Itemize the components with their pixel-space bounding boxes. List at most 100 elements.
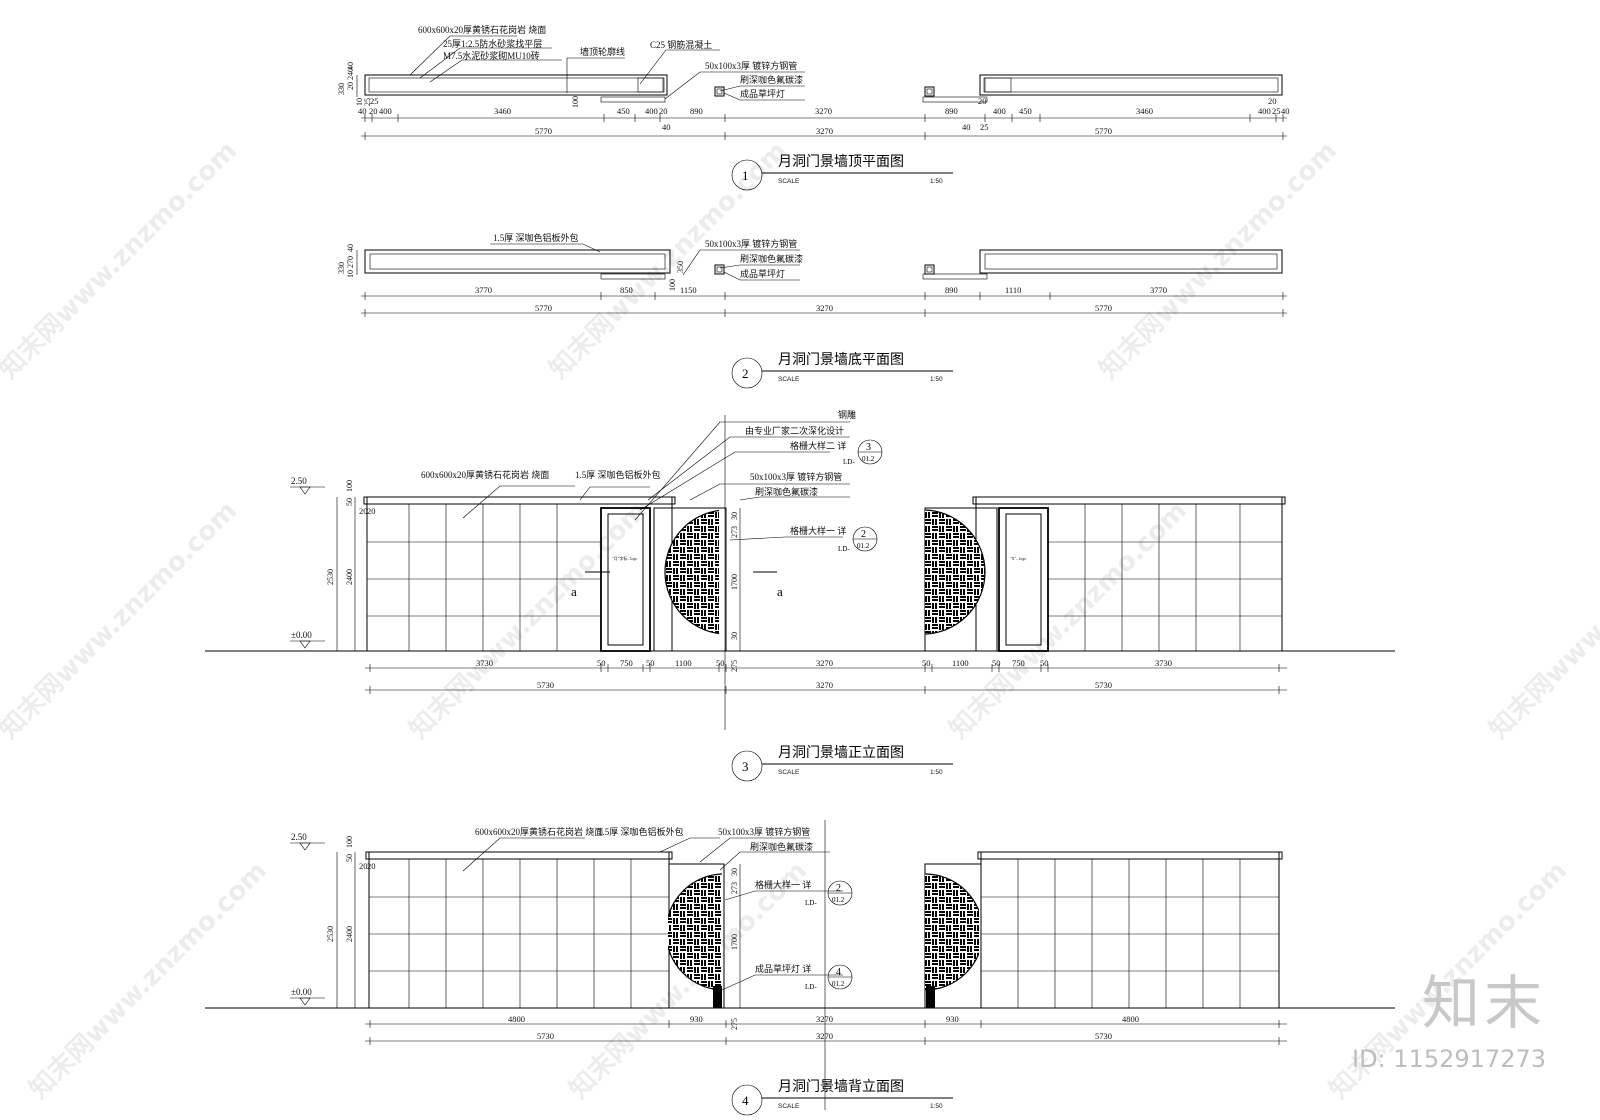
left-wall-coping — [365, 851, 673, 860]
note: 50x100x3厚 镀锌方钢管 — [718, 826, 810, 837]
svg-text:20: 20 — [369, 106, 378, 116]
svg-text:25: 25 — [370, 96, 379, 106]
front-elevation-view: "月"字标...logo "X"...logo a a 2.50 — [205, 409, 1395, 730]
svg-text:4800: 4800 — [1122, 1014, 1139, 1024]
note: 刷深咖色氟碳漆 — [740, 74, 803, 85]
note: 刷深咖色氟碳漆 — [755, 486, 818, 497]
moon-gate-lattice-left — [664, 509, 719, 635]
note: 墙顶轮廓线 — [580, 46, 625, 57]
svg-text:25: 25 — [363, 98, 372, 106]
note: 成品草坪灯 — [740, 88, 785, 99]
svg-text:330: 330 — [337, 262, 346, 274]
svg-text:2400: 2400 — [345, 569, 354, 585]
lawn-lamp-icon — [714, 86, 725, 97]
bottom-plan-view: 1.5厚 深咖色铝板外包 50x100x3厚 镀锌方钢管 刷深咖色氟碳漆 成品草… — [337, 232, 1287, 317]
view-title-3: 3 月洞门景墙正立面图 SCALE 1:50 — [731, 745, 953, 782]
svg-text:40: 40 — [346, 244, 355, 252]
svg-text:30: 30 — [730, 632, 739, 640]
svg-text:273: 273 — [730, 526, 739, 538]
note: 1.5厚 深咖色铝板外包 — [575, 469, 661, 480]
svg-text:100: 100 — [345, 480, 354, 492]
svg-text:2: 2 — [861, 529, 866, 540]
svg-text:10: 10 — [346, 270, 355, 278]
svg-text:1100: 1100 — [952, 658, 969, 668]
svg-text:1:50: 1:50 — [930, 1103, 943, 1110]
svg-text:1:50: 1:50 — [930, 769, 943, 776]
svg-text:400: 400 — [993, 106, 1006, 116]
note: 刷深咖色氟碳漆 — [750, 841, 813, 852]
svg-text:5730: 5730 — [1095, 680, 1112, 690]
svg-text:5770: 5770 — [1095, 303, 1112, 313]
svg-text:1110: 1110 — [1005, 285, 1021, 295]
svg-text:2: 2 — [742, 366, 749, 381]
watermark: 知末网www.znzmo.com — [944, 496, 1193, 745]
svg-text:±0.00: ±0.00 — [291, 630, 312, 640]
svg-text:4: 4 — [836, 967, 841, 978]
svg-text:20: 20 — [659, 106, 668, 116]
svg-text:5770: 5770 — [1095, 126, 1112, 136]
svg-text:a: a — [571, 584, 577, 599]
note: 格栅大样一 详 — [790, 525, 846, 536]
watermark: 知末网www.znzmo.com — [1094, 136, 1343, 385]
svg-text:01.2: 01.2 — [862, 455, 875, 463]
svg-text:3: 3 — [742, 759, 749, 774]
right-wall-coping — [977, 851, 1283, 860]
svg-text:20: 20 — [359, 506, 368, 516]
lawn-lamp-icon — [924, 264, 935, 275]
lawn-lamp-icon — [924, 86, 935, 97]
svg-text:月洞门景墙底平面图: 月洞门景墙底平面图 — [778, 352, 904, 368]
lawn-lamp-icon — [713, 986, 722, 1008]
svg-text:月洞门景墙背立面图: 月洞门景墙背立面图 — [778, 1079, 904, 1095]
top-plan-view: 600x600x20厚黄锈石花岗岩 烧面 25厚1:2.5防水砂浆找平层 M7.… — [337, 24, 1290, 140]
svg-text:50: 50 — [922, 658, 931, 668]
svg-text:40: 40 — [346, 62, 355, 70]
svg-text:1700: 1700 — [730, 934, 739, 950]
left-wall-base — [364, 249, 671, 274]
moon-gate-lattice-right — [925, 509, 986, 635]
lawn-lamp-icon — [926, 986, 935, 1008]
svg-text:2400: 2400 — [345, 926, 354, 942]
svg-text:1:50: 1:50 — [930, 178, 943, 185]
svg-text:240: 240 — [346, 68, 355, 80]
detail-tag: 3 01.2 LD- — [843, 439, 883, 466]
svg-text:1100: 1100 — [675, 658, 692, 668]
svg-text:350: 350 — [676, 261, 685, 273]
svg-text:20: 20 — [1268, 96, 1277, 106]
note: 25厚1:2.5防水砂浆找平层 — [443, 38, 542, 49]
svg-text:400: 400 — [379, 106, 392, 116]
view-title-1: 1 月洞门景墙顶平面图 SCALE 1:50 — [731, 154, 953, 191]
note: 格栅大样一 详 — [755, 879, 811, 890]
right-wall-panel — [980, 851, 1280, 1009]
svg-text:"X"...logo: "X"...logo — [1010, 556, 1026, 561]
svg-text:40: 40 — [358, 106, 367, 116]
asset-id: ID: 1152917273 — [1352, 1045, 1546, 1073]
svg-text:3270: 3270 — [816, 680, 833, 690]
note: 600x600x20厚黄锈石花岗岩 烧面 — [418, 24, 546, 35]
svg-text:890: 890 — [945, 285, 958, 295]
svg-text:100: 100 — [668, 279, 677, 291]
lawn-lamp-icon — [714, 264, 725, 275]
svg-text:"月"字标...logo: "月"字标...logo — [612, 555, 637, 561]
watermark: 知末网www.znzmo.com — [0, 496, 243, 745]
svg-text:3270: 3270 — [816, 1031, 833, 1041]
svg-text:3770: 3770 — [475, 285, 492, 295]
svg-text:890: 890 — [690, 106, 703, 116]
svg-text:3270: 3270 — [816, 126, 833, 136]
svg-text:20: 20 — [367, 861, 376, 871]
watermark: 知末网www.znzmo.com — [24, 856, 273, 1105]
svg-text:50: 50 — [1040, 658, 1049, 668]
watermark: 知末网www.znzmo.com — [404, 496, 653, 745]
svg-text:50: 50 — [716, 658, 725, 668]
svg-text:850: 850 — [620, 285, 633, 295]
svg-text:890: 890 — [945, 106, 958, 116]
note: 50x100x3厚 镀锌方钢管 — [750, 471, 842, 482]
watermark: 知末网www.znzmo.com — [1484, 496, 1600, 745]
svg-text:1:50: 1:50 — [930, 376, 943, 383]
svg-text:3770: 3770 — [1150, 285, 1167, 295]
svg-text:LD-: LD- — [843, 458, 855, 466]
svg-text:a: a — [777, 584, 783, 599]
note: 成品草坪灯 详 — [755, 963, 811, 974]
svg-text:400: 400 — [645, 106, 658, 116]
watermark: 知末网www.znzmo.com — [0, 136, 243, 385]
